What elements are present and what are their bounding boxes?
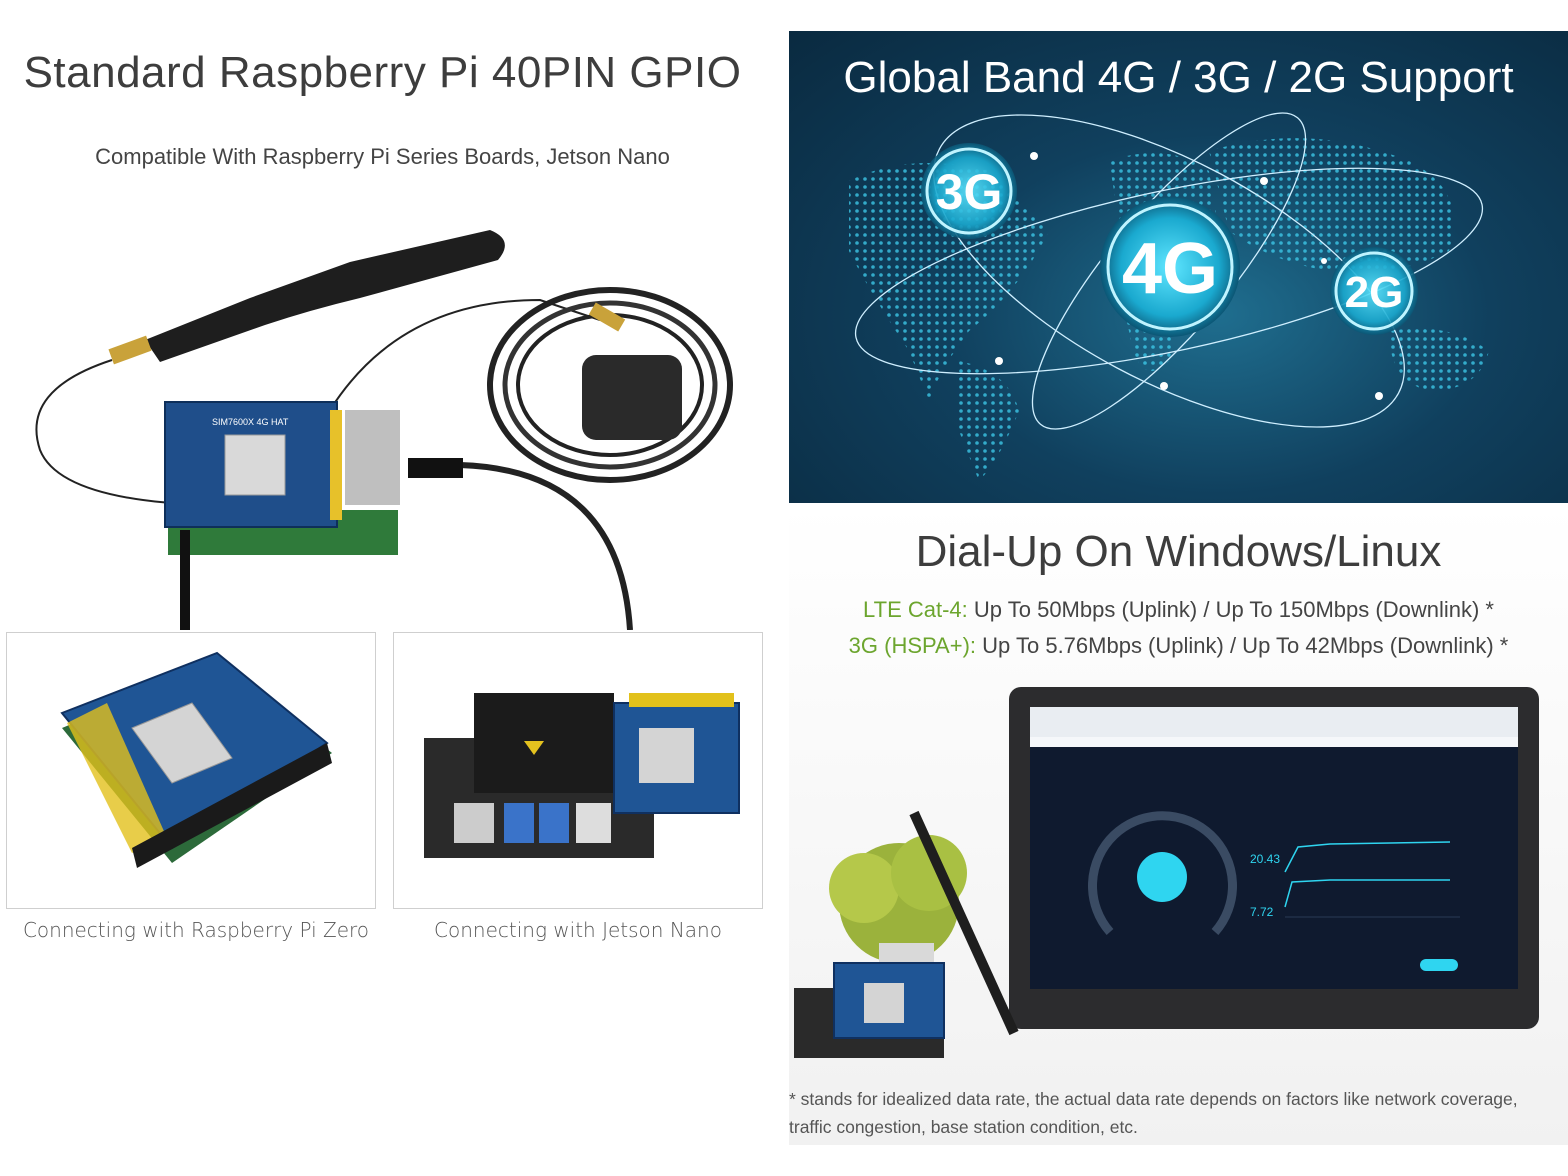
jetson-nano-photo	[424, 693, 740, 858]
jetson-nano-thumbnail	[393, 632, 763, 909]
gpio-subtitle: Compatible With Raspberry Pi Series Boar…	[95, 144, 670, 169]
svg-text:SIM7600X 4G HAT: SIM7600X 4G HAT	[212, 417, 289, 427]
gps-antenna	[487, 287, 733, 483]
lte-antenna	[108, 230, 505, 365]
world-map-graphic: 3G 4G 2G	[849, 112, 1489, 481]
speedtest-graphic	[1030, 707, 1518, 971]
hspa-rate-line: 3G (HSPA+): Up To 5.76Mbps (Uplink) / Up…	[789, 633, 1568, 659]
lte-rate-text: Up To 50Mbps (Uplink) / Up To 150Mbps (D…	[967, 597, 1494, 622]
pi-zero-photo	[60, 651, 332, 868]
gpio-title: Standard Raspberry Pi 40PIN GPIO	[23, 48, 742, 97]
monitor: 20.43 7.72	[1009, 687, 1539, 1029]
hspa-rate-text: Up To 5.76Mbps (Uplink) / Up To 42Mbps (…	[976, 633, 1509, 658]
svg-text:2G: 2G	[1345, 268, 1404, 317]
badge-3g: 3G	[921, 143, 1017, 239]
badge-4g: 4G	[1100, 197, 1240, 337]
band-support-panel: 3G 4G 2G Global Band 4G / 3G / 2G Suppor…	[789, 31, 1568, 503]
svg-text:3G: 3G	[936, 164, 1003, 220]
hspa-rate-label: 3G (HSPA+):	[848, 633, 977, 658]
gps-cable	[329, 298, 601, 411]
dialup-panel: Dial-Up On Windows/Linux LTE Cat-4: Up T…	[789, 503, 1568, 1145]
band-support-title: Global Band 4G / 3G / 2G Support	[843, 53, 1514, 102]
speedtest-screen: 20.43 7.72	[1030, 707, 1518, 989]
lte-rate-line: LTE Cat-4: Up To 50Mbps (Uplink) / Up To…	[789, 597, 1568, 623]
hat-product-photo: SIM7600X 4G HAT	[35, 230, 733, 630]
data-rate-footnote: * stands for idealized data rate, the ac…	[789, 1089, 1518, 1137]
usb-cable	[410, 462, 633, 630]
antenna-cable	[35, 359, 206, 506]
pi-zero-thumbnail	[6, 632, 376, 909]
download-speed-value: 20.43	[1250, 852, 1281, 866]
dialup-title: Dial-Up On Windows/Linux	[915, 527, 1442, 576]
caption-pi-zero: Connecting with Raspberry Pi Zero	[22, 918, 370, 942]
lte-rate-label: LTE Cat-4:	[863, 597, 968, 622]
upload-speed-value: 7.72	[1250, 905, 1274, 919]
svg-text:4G: 4G	[1122, 229, 1218, 309]
plant-and-pi-setup	[794, 810, 1019, 1058]
badge-2g: 2G	[1330, 247, 1418, 335]
caption-jetson-nano: Connecting with Jetson Nano	[434, 918, 722, 942]
